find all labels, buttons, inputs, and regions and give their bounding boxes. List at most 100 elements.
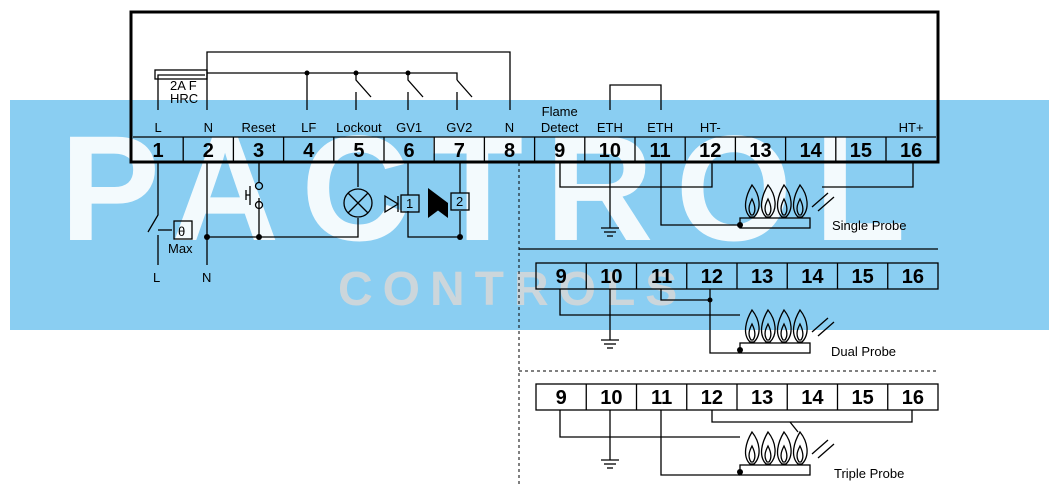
gv1-solenoid [400,194,420,213]
terminal-label: LF [301,120,316,135]
gv2-contact [456,79,473,110]
flame-inner [780,444,788,463]
probe-junction [737,469,743,475]
internal-neutral-wire [206,51,511,110]
single-ht-wire [822,162,914,188]
terminal-label: ETH [597,120,623,135]
terminal-number: 10 [600,266,622,288]
flame-inner [764,444,772,463]
external-wiring-left: θ Max L N 1 2 [147,162,470,285]
terminal-number: 16 [900,140,922,162]
dual-flame-wire [559,289,740,316]
terminal-number: 11 [650,140,671,162]
reset-contact-top [254,181,264,191]
flame-inner [748,444,756,463]
single-probe-config: Single Probe [559,162,914,237]
terminal-number: 15 [852,266,874,288]
reset-contact-bottom [254,200,264,210]
terminal-label: Reset [242,120,276,135]
junction-neutral [204,234,210,240]
flame-icon [760,308,776,343]
single-probe-label: Single Probe [832,218,906,233]
terminal-label: ETH [647,120,673,135]
sensing-arrows-icon [811,192,835,212]
internal-bus-wire [207,72,458,80]
terminal-number: 3 [253,140,264,162]
gv1-valve-icon [384,194,400,214]
terminal-number: 16 [902,387,924,409]
probe-junction [737,347,743,353]
flame-icon [760,430,776,465]
terminal-number: 15 [850,140,872,162]
flame-inner [796,444,804,463]
terminal-label: GV2 [446,120,472,135]
lockout-lamp-cross [347,192,369,214]
flame-icon [792,183,808,218]
flame-icon [744,430,760,465]
burner-bar [739,342,811,354]
flame-inner [780,197,788,216]
main-terminal-strip: 1L2N3Reset4LF5Lockout6GV17GV28N9DetectFl… [153,104,924,162]
terminal-label: N [505,120,514,135]
terminal-number: 9 [554,140,565,162]
single-burner-icon [737,183,835,229]
flame-inner [796,322,804,341]
terminal-number: 6 [404,140,415,162]
terminal-number: 10 [600,387,622,409]
terminal-number: 7 [454,140,465,162]
dual-junction [707,297,713,303]
terminal-label: Lockout [336,120,382,135]
terminal-number: 5 [353,140,364,162]
dual-probe-wire [709,289,740,354]
probe-junction [737,222,743,228]
terminal-number: 4 [303,140,315,162]
terminal-label: HT- [700,120,721,135]
gv1-number: 1 [406,196,413,211]
supply-neutral-label: N [202,270,211,285]
flame-inner [748,197,756,216]
terminal-number: 9 [556,387,567,409]
dual-earth-icon [601,339,619,349]
terminal-label: HT+ [899,120,924,135]
terminal-label: Detect [541,120,579,135]
sensing-arrows-icon [811,317,835,337]
lockout-contact [355,73,372,110]
terminal-label: L [154,120,161,135]
junction-gv2 [457,234,463,240]
terminal-label: N [204,120,213,135]
terminal-number: 15 [852,387,874,409]
terminal-number: 11 [651,266,672,288]
triple-probe-wire [660,410,740,476]
triple-probe-label: Triple Probe [834,466,904,481]
flame-icon [776,308,792,343]
supply-live-label: L [153,270,160,285]
terminal-number: 8 [504,140,515,162]
triple-flame-wire [559,410,740,438]
gv2-valve-right [428,188,448,218]
single-flame-wire [559,162,713,188]
thermostat-label: Max [168,241,193,256]
dual-eth-link [660,289,710,301]
flame-icon [744,308,760,343]
reset-pushbutton [245,186,251,205]
watermark: PACTROL CONTROLS [10,100,1049,330]
gv2-solenoid [450,192,470,211]
dual-probe-label: Dual Probe [831,344,896,359]
dual-burner-icon [737,308,835,354]
fuse-type: HRC [170,91,198,106]
flame-icon [792,430,808,465]
flame-icon [760,183,776,218]
fuse-wire-live [157,74,205,110]
triple-burner-icon [737,430,835,476]
terminal-number: 2 [203,140,214,162]
terminal-number: 12 [701,266,723,288]
terminal-number: 12 [699,140,721,162]
burner-bar [739,464,811,476]
terminal-number: 9 [556,266,567,288]
terminal-number: 16 [902,266,924,288]
flame-inner [780,322,788,341]
